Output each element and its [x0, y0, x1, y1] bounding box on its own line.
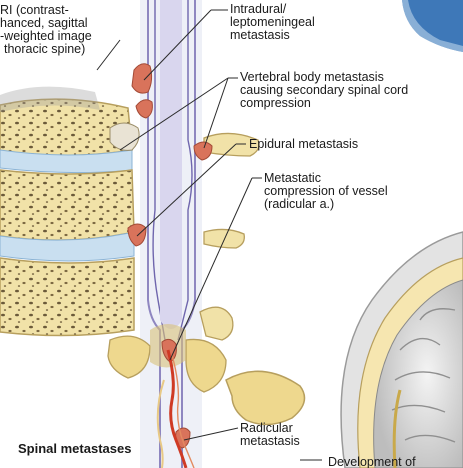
vertebral-body-label: Vertebral body metastasis causing second…	[240, 71, 408, 110]
intradural-label: Intradural/ leptomeningeal metastasis	[230, 3, 315, 42]
mri-caption-line-4: thoracic spine)	[0, 43, 92, 56]
vertebral-bodies	[0, 87, 139, 336]
epidural-label: Epidural metastasis	[249, 138, 358, 151]
metastatic-compression-label: Metastatic compression of vessel (radicu…	[264, 172, 388, 211]
development-label: Development of	[328, 456, 416, 468]
metastatic-compression-line-3: (radicular a.)	[264, 198, 388, 211]
mri-caption: RI (contrast- hanced, sagittal -weighted…	[0, 4, 92, 56]
radicular-label: Radicular metastasis	[240, 422, 300, 448]
radicular-line-2: metastasis	[240, 435, 300, 448]
intradural-line-3: metastasis	[230, 29, 315, 42]
figure-title: Spinal metastases	[18, 442, 131, 455]
vertebral-body-line-3: compression	[240, 97, 408, 110]
head-illustration	[341, 232, 463, 468]
